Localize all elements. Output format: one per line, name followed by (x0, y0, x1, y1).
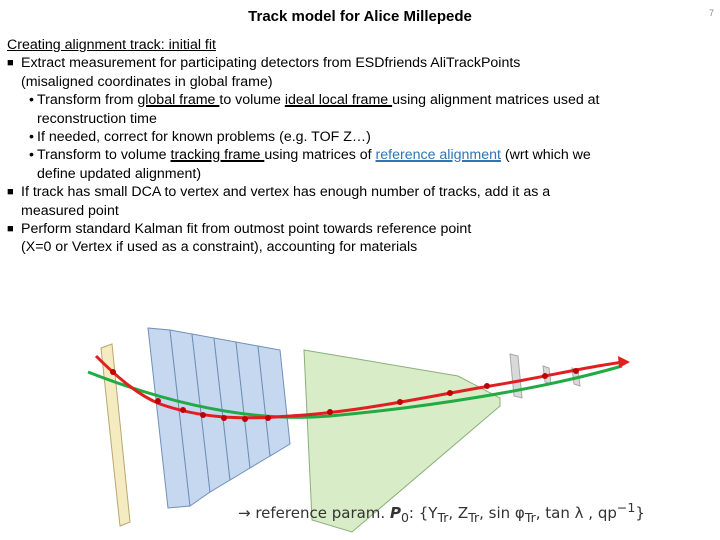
dot-bullet-icon: • (29, 147, 34, 164)
bullet-line: (misaligned coordinates in global frame) (21, 73, 273, 90)
formula-symbol: P (389, 504, 401, 522)
measurement-point (573, 368, 579, 374)
text-run: Transform from (37, 92, 138, 109)
text-run: Transform to volume (37, 147, 171, 164)
bullet-line: Extract measurement for participating de… (21, 55, 521, 72)
measurement-point (155, 398, 161, 404)
subbullet-line: reconstruction time (37, 110, 157, 127)
measurement-point (265, 415, 271, 421)
square-bullet-icon: ■ (7, 223, 14, 236)
text-run: using alignment matrices used at (392, 92, 600, 109)
fitted-track-curve (94, 354, 625, 420)
subbullet-correct: • If needed, correct for known problems … (7, 128, 713, 146)
bullet-kalman: ■ Perform standard Kalman fit from outmo… (7, 220, 713, 257)
formula-body: , sin φ (479, 504, 525, 522)
measurement-point (397, 399, 403, 405)
measurement-point (542, 373, 548, 379)
measurement-point (110, 369, 116, 375)
measurement-point (327, 409, 333, 415)
formula-subscript: Tr (437, 510, 449, 525)
measurement-point (484, 383, 490, 389)
bullet-line: If track has small DCA to vertex and ver… (21, 184, 551, 201)
square-bullet-icon: ■ (7, 186, 14, 199)
vertex-plane (100, 343, 131, 527)
bullet-dca: ■ If track has small DCA to vertex and v… (7, 183, 713, 220)
formula-subscript: Tr (524, 510, 536, 525)
dot-bullet-icon: • (29, 129, 34, 146)
underlined-term: ideal local frame (284, 92, 393, 109)
bullet-line: Perform standard Kalman fit from outmost… (21, 221, 472, 238)
subbullet-line: Transform from global frame to volume id… (37, 91, 713, 109)
text-run: using matrices of (264, 147, 376, 164)
square-bullet-icon: ■ (7, 57, 14, 70)
formula-close: } (635, 504, 645, 522)
subbullet-line: Transform to volume tracking frame using… (37, 146, 713, 164)
formula-body: , tan λ , qp (535, 504, 617, 522)
formula-body: : {Y (408, 504, 438, 522)
track-diagram (87, 327, 630, 533)
subbullet-line: If needed, correct for known problems (e… (37, 129, 371, 146)
measurement-point (221, 415, 227, 421)
reference-track-curve (87, 364, 623, 419)
measurement-point (242, 416, 248, 422)
formula-body: , Z (448, 504, 469, 522)
subbullet-line: define updated alignment) (37, 165, 202, 182)
bullet-line: measured point (21, 202, 119, 219)
subbullet-transform-tracking: • Transform to volume tracking frame usi… (7, 146, 713, 183)
formula-subscript: 0 (400, 510, 409, 525)
formula-superscript: −1 (616, 500, 636, 515)
text-run: to volume (219, 92, 285, 109)
formula-prefix: → reference param. (238, 504, 390, 522)
reference-alignment-link[interactable]: reference alignment (375, 147, 501, 164)
inner-detector-layers (147, 327, 291, 509)
slide-title: Track model for Alice Millepede (248, 8, 472, 25)
underlined-term: global frame (137, 92, 220, 109)
slide-body: Creating alignment track: initial fit ■ … (7, 36, 713, 257)
track-arrow-head (618, 356, 630, 368)
formula-subscript: Tr (468, 510, 480, 525)
measurement-point (180, 407, 186, 413)
bullet-extract: ■ Extract measurement for participating … (7, 54, 713, 91)
subbullet-transform-global: • Transform from global frame to volume … (7, 91, 713, 128)
dot-bullet-icon: • (29, 92, 34, 109)
text-run: (wrt which we (500, 147, 591, 164)
page-number: 7 (708, 8, 714, 18)
reference-parameters-formula: → reference param. P0: {YTr, ZTr, sin φT… (238, 500, 645, 525)
measurement-points (110, 368, 579, 422)
measurement-point (200, 412, 206, 418)
section-heading: Creating alignment track: initial fit (7, 37, 216, 53)
measurement-point (447, 390, 453, 396)
bullet-line: (X=0 or Vertex if used as a constraint),… (21, 239, 418, 256)
underlined-term: tracking frame (170, 147, 265, 164)
